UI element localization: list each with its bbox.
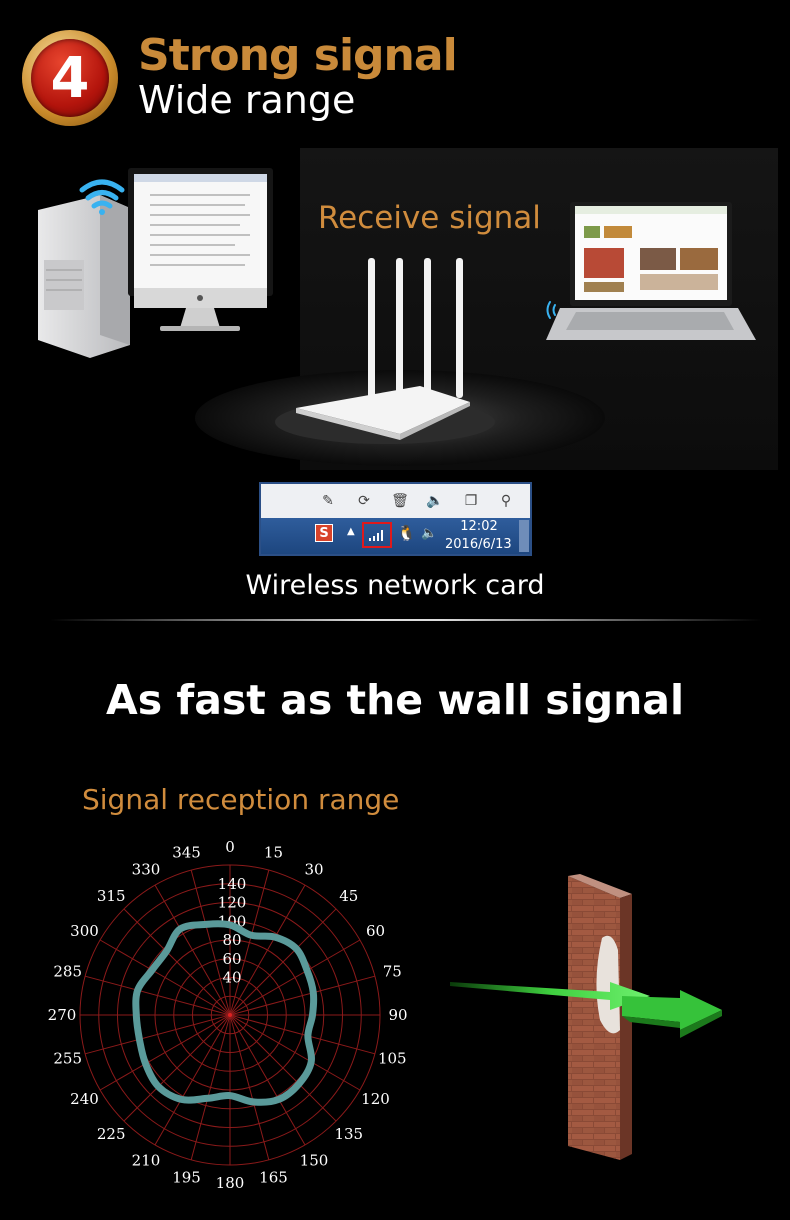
angle-tick-label: 105 bbox=[378, 1049, 407, 1067]
radial-tick-label: 80 bbox=[222, 931, 241, 949]
grid-spoke bbox=[99, 1014, 231, 1091]
badge-number: 4 bbox=[31, 39, 109, 117]
angle-tick-label: 345 bbox=[172, 844, 201, 862]
angle-tick-label: 15 bbox=[264, 844, 283, 862]
laptop-wifi-icon bbox=[546, 301, 556, 319]
grid-spoke bbox=[229, 1014, 361, 1091]
grid-spoke bbox=[229, 884, 306, 1016]
volume-icon[interactable]: 🔈 bbox=[421, 526, 438, 541]
angle-tick-label: 255 bbox=[53, 1049, 82, 1067]
number-badge: 4 bbox=[22, 30, 118, 126]
grid-spoke bbox=[154, 884, 231, 1016]
grid-spoke bbox=[229, 975, 376, 1016]
radial-tick-label: 60 bbox=[222, 950, 241, 968]
radial-tick-label: 140 bbox=[218, 875, 247, 893]
wifi-icon bbox=[79, 179, 125, 209]
angle-tick-label: 180 bbox=[216, 1174, 245, 1192]
grid-spoke bbox=[229, 939, 361, 1016]
angle-tick-label: 60 bbox=[366, 922, 385, 940]
qq-penguin-icon[interactable]: 🐧 bbox=[397, 524, 416, 542]
angle-tick-label: 30 bbox=[304, 861, 323, 879]
taskbar-bar bbox=[261, 518, 530, 554]
angle-tick-label: 240 bbox=[70, 1090, 99, 1108]
grid-spoke bbox=[229, 1014, 337, 1122]
trash-icon[interactable]: 🗑 bbox=[391, 493, 409, 509]
wireless-card-caption: Wireless network card bbox=[245, 570, 545, 601]
desktop-tower bbox=[38, 195, 130, 358]
angle-tick-label: 225 bbox=[97, 1125, 126, 1143]
page-subtitle: Wide range bbox=[138, 78, 356, 122]
wall-penetration-illustration bbox=[450, 874, 722, 1160]
radial-tick-label: 120 bbox=[218, 894, 247, 912]
angle-tick-label: 0 bbox=[225, 838, 235, 856]
grid-spoke bbox=[154, 1014, 231, 1146]
chart-title: Signal reception range bbox=[82, 783, 400, 816]
angle-tick-label: 315 bbox=[97, 887, 126, 905]
angle-tick-label: 150 bbox=[300, 1151, 329, 1169]
grid-spoke bbox=[229, 908, 337, 1016]
angle-tick-label: 165 bbox=[259, 1168, 288, 1186]
laptop-illustration bbox=[546, 202, 756, 340]
taskbar-screenshot: ✎ ⟳ 🗑 🔈 ❐ ⚲ S ▲ 🐧 🔈 12:02 2016/6/13 bbox=[259, 482, 532, 556]
pin-icon[interactable]: ✎ bbox=[322, 493, 334, 509]
grid-spoke bbox=[99, 939, 231, 1016]
angle-tick-label: 90 bbox=[388, 1006, 407, 1024]
angle-tick-label: 135 bbox=[334, 1125, 363, 1143]
grid-spoke bbox=[229, 1014, 376, 1055]
angle-tick-label: 330 bbox=[132, 861, 161, 879]
angle-tick-label: 210 bbox=[132, 1151, 161, 1169]
grid-spoke bbox=[123, 908, 231, 1016]
signal-polar-chart: 0 15 30 45 60 75 90 105 120 135 150 165 180 195 210 225… bbox=[48, 838, 408, 1192]
monitor-illustration bbox=[128, 168, 273, 331]
clock-date: 2016/6/13 bbox=[445, 537, 512, 552]
angle-tick-label: 300 bbox=[70, 922, 99, 940]
angle-tick-label: 285 bbox=[53, 963, 82, 981]
page-title: Strong signal bbox=[138, 30, 458, 81]
wifi-signal-highlight bbox=[362, 522, 392, 548]
refresh-icon[interactable]: ⟳ bbox=[358, 493, 370, 509]
show-desktop-button[interactable] bbox=[519, 520, 529, 552]
angle-tick-label: 270 bbox=[48, 1006, 77, 1024]
angle-tick-label: 120 bbox=[361, 1090, 390, 1108]
signal-series-line bbox=[132, 920, 318, 1106]
radial-tick-label: 40 bbox=[222, 969, 241, 987]
tray-app-icon[interactable]: S bbox=[315, 524, 333, 542]
tray-toolbar: ✎ ⟳ 🗑 🔈 ❐ ⚲ bbox=[261, 484, 530, 518]
grid-spoke bbox=[84, 975, 231, 1016]
router-illustration bbox=[296, 258, 470, 440]
grid-spoke bbox=[229, 1014, 306, 1146]
arrow-out bbox=[622, 990, 722, 1030]
section-divider bbox=[50, 619, 762, 621]
wifi-signal-icon[interactable] bbox=[368, 528, 386, 542]
grid-spoke bbox=[190, 869, 231, 1016]
chart-center-point bbox=[228, 1013, 232, 1017]
tray-expand-icon[interactable]: ▲ bbox=[347, 526, 355, 537]
arrow-in bbox=[450, 982, 650, 1010]
angle-tick-label: 195 bbox=[172, 1168, 201, 1186]
grid-spoke bbox=[190, 1014, 231, 1161]
angle-tick-label: 45 bbox=[339, 887, 358, 905]
grid-spoke bbox=[229, 869, 270, 1016]
headline: As fast as the wall signal bbox=[105, 676, 685, 724]
speaker-icon[interactable]: 🔈 bbox=[426, 493, 444, 509]
angle-tick-label: 75 bbox=[383, 963, 402, 981]
search-icon[interactable]: ⚲ bbox=[500, 493, 512, 509]
grid-spoke bbox=[84, 1014, 231, 1055]
clock-time: 12:02 bbox=[460, 519, 498, 534]
receive-signal-label: Receive signal bbox=[318, 200, 541, 236]
grid-spoke bbox=[123, 1014, 231, 1122]
grid-spoke bbox=[229, 1014, 270, 1161]
copy-icon[interactable]: ❐ bbox=[464, 493, 478, 509]
router-scene-illustration bbox=[38, 148, 778, 470]
